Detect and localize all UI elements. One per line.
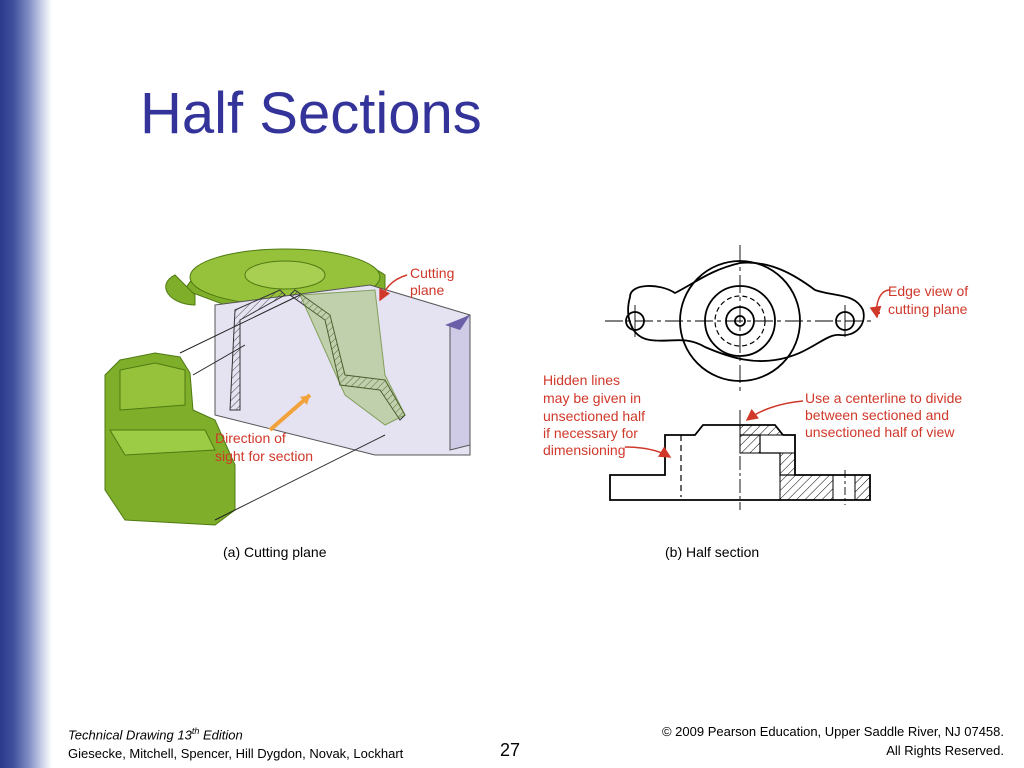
- label-cutting-plane-1: Cutting: [410, 265, 454, 281]
- label-direction-2: sight for section: [215, 448, 313, 464]
- label-centerline-1: Use a centerline to divide: [805, 390, 962, 406]
- orthographic-half-section: [605, 245, 875, 510]
- caption-a: (a) Cutting plane: [223, 544, 327, 560]
- label-centerline-3: unsectioned half of view: [805, 424, 955, 440]
- footer-book-title: Technical Drawing 13th Edition: [68, 726, 243, 743]
- label-cutting-plane-2: plane: [410, 282, 444, 298]
- label-hidden-5: dimensioning: [543, 442, 626, 458]
- label-hidden-1: Hidden lines: [543, 372, 620, 388]
- label-hidden-4: if necessary for: [543, 425, 638, 441]
- pictorial-cutting-plane: [104, 248, 471, 526]
- caption-b: (b) Half section: [665, 544, 759, 560]
- slide-title: Half Sections: [140, 81, 482, 146]
- sidebar-gradient: [0, 0, 52, 768]
- footer-book-sup: th: [191, 726, 200, 736]
- label-edge-view-2: cutting plane: [888, 301, 968, 317]
- page-number: 27: [500, 740, 521, 760]
- footer-copyright-line: © 2009 Pearson Education, Upper Saddle R…: [661, 724, 1004, 739]
- label-centerline-2: between sectioned and: [805, 407, 949, 423]
- footer-copyright: © 2009 Pearson Education, Upper Saddle R…: [662, 722, 1004, 760]
- label-edge-view-1: Edge view of: [888, 283, 968, 299]
- label-hidden-3: unsectioned half: [543, 408, 645, 424]
- label-hidden-2: may be given in: [543, 390, 641, 406]
- footer-authors: Giesecke, Mitchell, Spencer, Hill Dygdon…: [68, 746, 404, 762]
- label-direction-1: Direction of: [215, 430, 286, 446]
- figure: Cutting plane Direction of sight for sec…: [104, 245, 968, 560]
- footer-book-info: Technical Drawing 13th Edition Giesecke,…: [68, 722, 403, 763]
- footer-rights-line: All Rights Reserved.: [886, 743, 1004, 758]
